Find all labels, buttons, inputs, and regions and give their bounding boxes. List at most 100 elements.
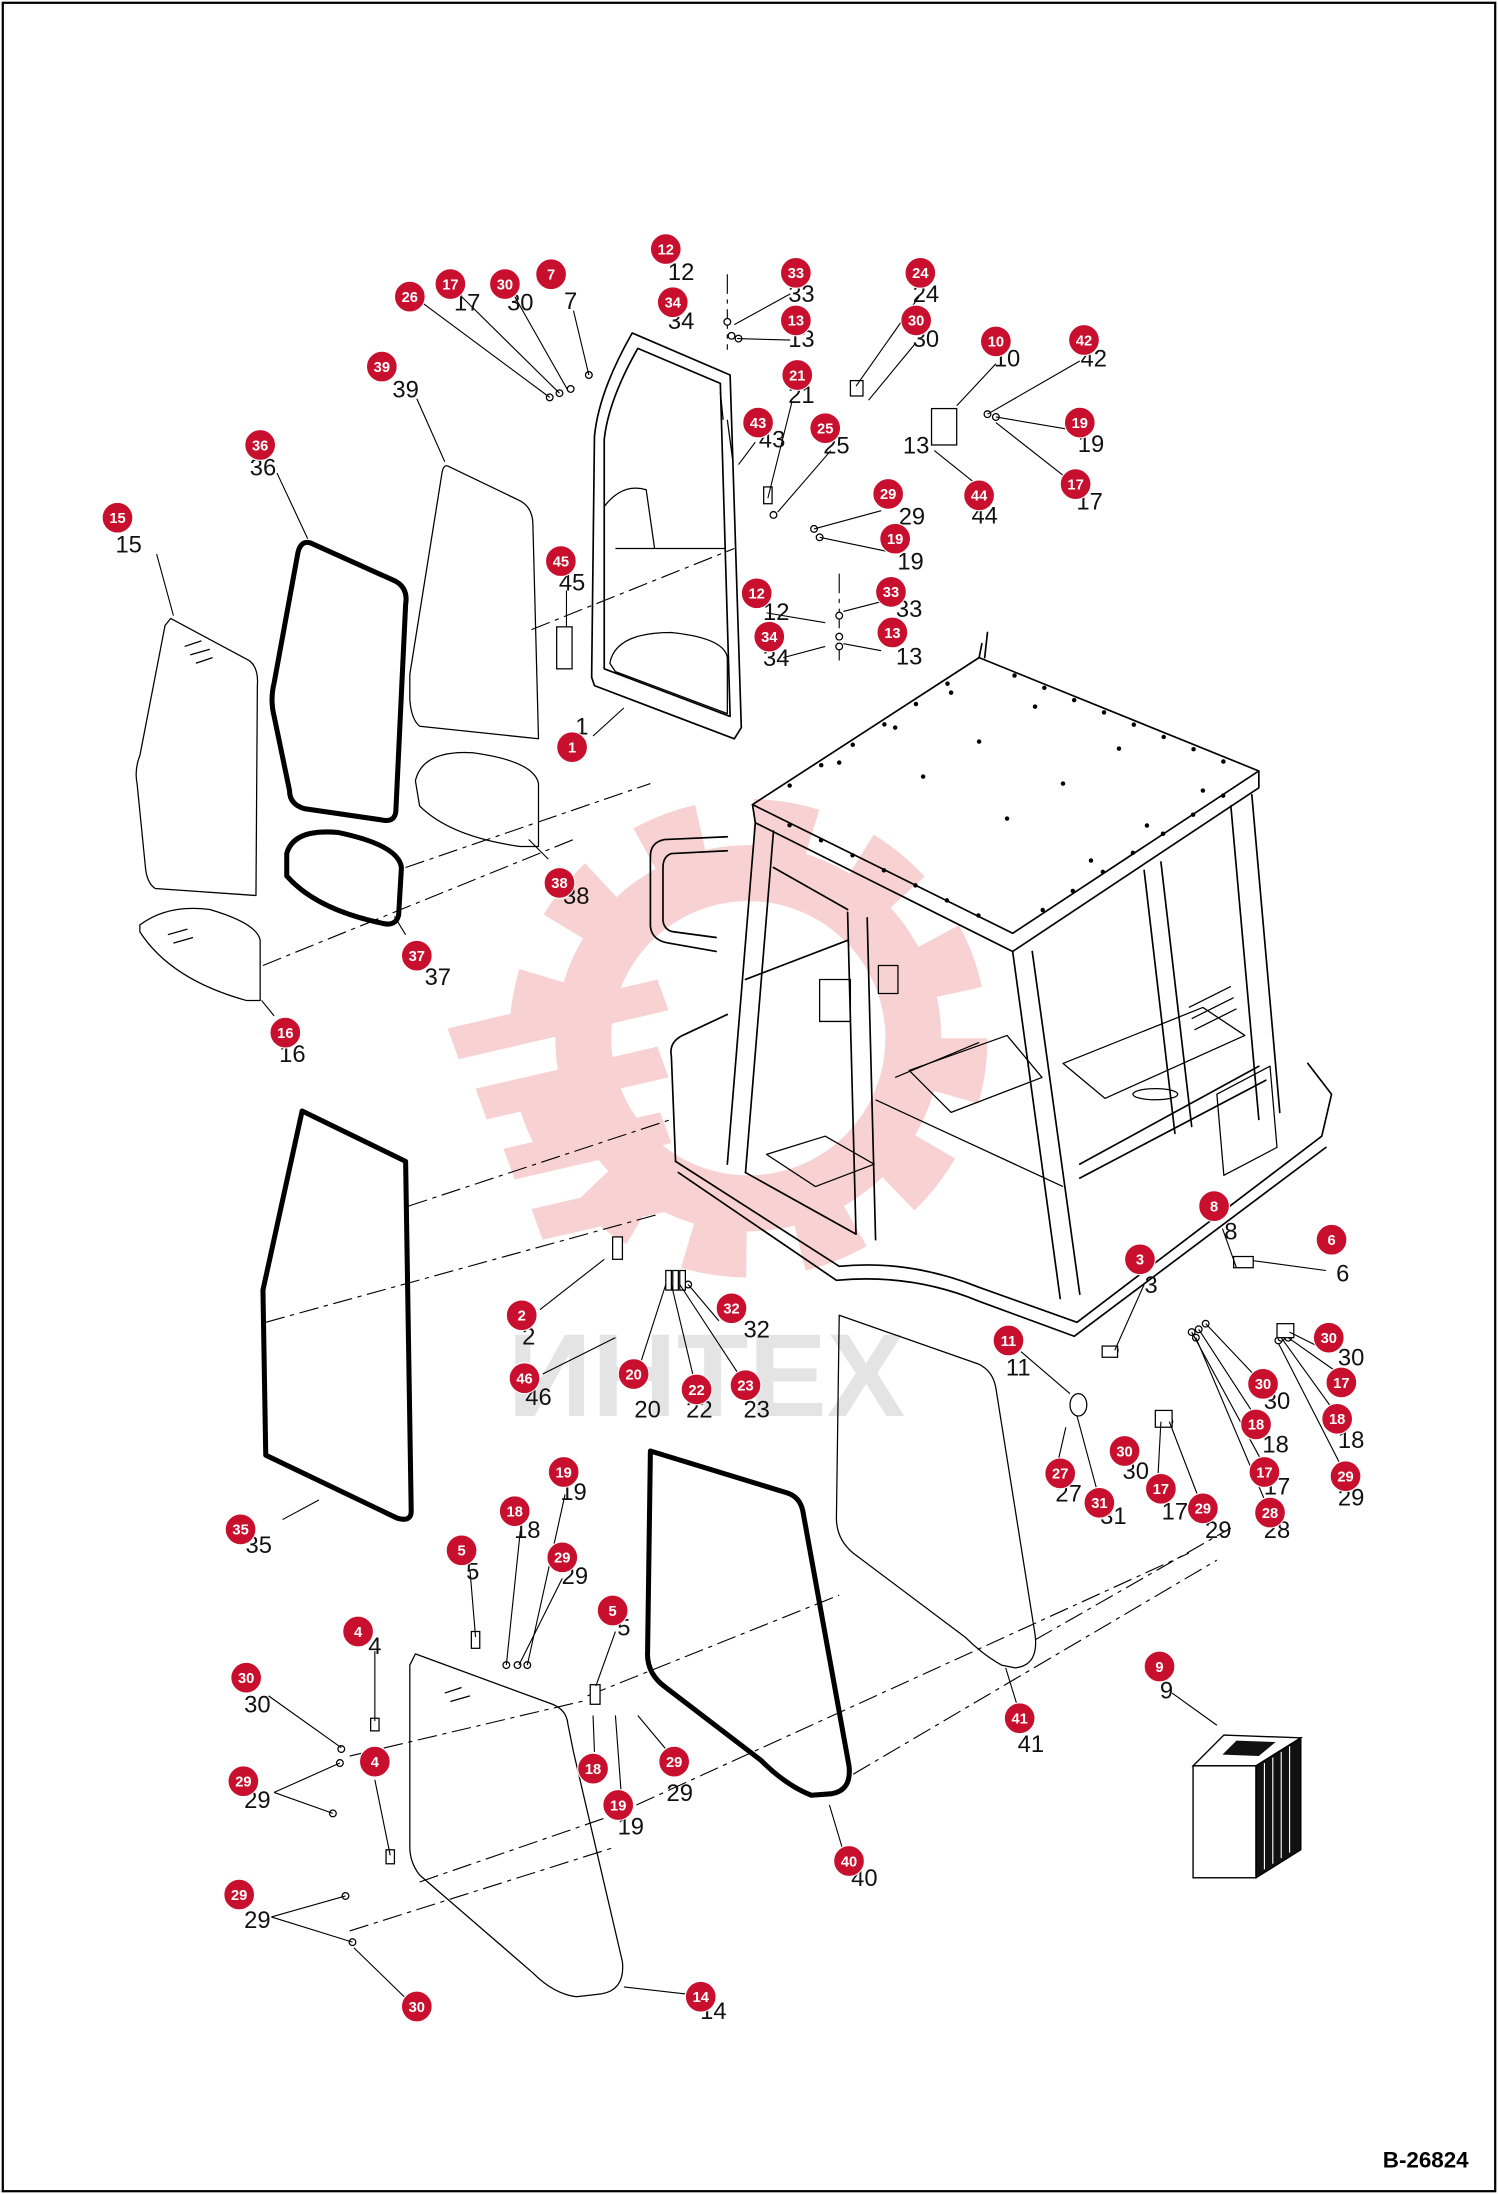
assembly-line bbox=[349, 1699, 588, 1757]
callout-number: 13 bbox=[884, 626, 900, 642]
callout-circle bbox=[1248, 1456, 1281, 1488]
leader-lines bbox=[156, 293, 1341, 1999]
callout-number: 15 bbox=[109, 511, 125, 527]
callout-circle bbox=[365, 350, 398, 383]
leader-line bbox=[505, 1530, 521, 1666]
leader-line bbox=[1076, 1415, 1098, 1489]
leader-line bbox=[1253, 1260, 1327, 1272]
bolt bbox=[913, 883, 918, 888]
leader-line bbox=[156, 553, 174, 616]
fastener bbox=[1194, 1325, 1203, 1334]
callout-circle bbox=[1144, 1472, 1177, 1505]
callout-number: 33 bbox=[788, 266, 804, 282]
printed-item-number: 41 bbox=[1018, 1731, 1044, 1758]
callout-number: 3 bbox=[1136, 1253, 1144, 1269]
callout-circle bbox=[602, 1789, 635, 1821]
bracket bbox=[1276, 1323, 1295, 1339]
cab-rear-pillar bbox=[726, 821, 775, 1174]
callout-circle bbox=[781, 359, 814, 391]
callout-circle bbox=[1240, 1408, 1272, 1441]
cab-side-rail bbox=[744, 866, 849, 981]
callout-circle bbox=[656, 286, 689, 319]
callout-18: 18 bbox=[577, 1752, 609, 1785]
cab-floor-oval bbox=[1132, 1087, 1179, 1101]
fastener bbox=[727, 331, 736, 340]
bolt bbox=[1042, 685, 1047, 691]
bolt bbox=[1221, 759, 1226, 764]
callout-circle bbox=[1321, 1402, 1354, 1435]
leader-line bbox=[518, 1578, 563, 1666]
leader-line bbox=[614, 1715, 622, 1792]
bolt bbox=[836, 760, 842, 765]
glass-hatch bbox=[167, 928, 194, 944]
assembly-line bbox=[265, 1213, 658, 1323]
callout-circle bbox=[979, 325, 1012, 358]
cab-door-sill bbox=[744, 1171, 857, 1235]
glass-hatch bbox=[184, 640, 213, 664]
cab-door-mechanism bbox=[819, 978, 852, 1023]
callout-number: 23 bbox=[737, 1379, 753, 1395]
callout-circle bbox=[498, 1495, 531, 1528]
callout-circle bbox=[740, 577, 773, 610]
leader-line bbox=[528, 839, 549, 860]
printed-item-number: 5 bbox=[466, 1559, 479, 1586]
callout-21: 21 bbox=[781, 359, 814, 391]
fastener bbox=[566, 384, 575, 393]
door-lower-window bbox=[609, 631, 728, 715]
cab-handrail bbox=[649, 835, 729, 953]
callout-circle bbox=[1186, 1492, 1219, 1525]
cab-base-lower bbox=[677, 1146, 1327, 1338]
callout-number: 18 bbox=[585, 1762, 601, 1778]
door-frame bbox=[590, 332, 743, 740]
callout-number: 5 bbox=[457, 1544, 465, 1560]
callout-number: 9 bbox=[1155, 1660, 1163, 1676]
callout-number: 29 bbox=[231, 1888, 247, 1904]
bolt bbox=[1131, 722, 1137, 727]
callout-39: 39 bbox=[365, 350, 398, 383]
callout-circle bbox=[358, 1745, 391, 1778]
leader-line bbox=[1289, 1331, 1318, 1347]
callout-3: 3 bbox=[1123, 1243, 1156, 1276]
bolt bbox=[1191, 746, 1196, 752]
callout-number: 39 bbox=[374, 360, 390, 376]
seal-upper-36 bbox=[269, 539, 409, 823]
glass-hatch bbox=[444, 1686, 471, 1703]
callout-circle bbox=[1254, 1496, 1286, 1529]
callout-4: 4 bbox=[342, 1615, 375, 1648]
callout-circle bbox=[1247, 1367, 1279, 1400]
callout-circle bbox=[400, 939, 433, 972]
callout-number: 4 bbox=[371, 1755, 380, 1771]
callout-number: 45 bbox=[553, 554, 569, 570]
callout-32: 32 bbox=[715, 1292, 748, 1325]
washer bbox=[1069, 1393, 1088, 1417]
callout-number: 25 bbox=[817, 421, 833, 437]
printed-item-number: 30 bbox=[244, 1692, 270, 1719]
cab-window-sill bbox=[1078, 1065, 1267, 1179]
callout-19: 19 bbox=[547, 1456, 580, 1488]
callout-33: 33 bbox=[875, 575, 907, 608]
callout-circle bbox=[224, 1513, 257, 1546]
roof-bolts bbox=[787, 673, 1226, 918]
leader-line bbox=[734, 293, 791, 326]
leader-line bbox=[987, 360, 1081, 415]
leader-line bbox=[828, 1804, 843, 1848]
callout-13: 13 bbox=[779, 304, 812, 337]
callout-circle bbox=[904, 256, 937, 289]
callout-number: 29 bbox=[1337, 1470, 1353, 1486]
callout-5: 5 bbox=[596, 1594, 629, 1627]
callout-number: 18 bbox=[1248, 1418, 1264, 1434]
callout-45: 45 bbox=[544, 545, 577, 578]
leader-line bbox=[868, 343, 916, 401]
leader-line bbox=[273, 1791, 334, 1814]
callout-number: 40 bbox=[841, 1854, 857, 1870]
fastener bbox=[328, 1809, 337, 1818]
callout-16: 16 bbox=[269, 1016, 302, 1049]
callout-circle bbox=[1329, 1460, 1362, 1493]
leader-line bbox=[393, 916, 407, 935]
callout-18: 18 bbox=[1240, 1408, 1272, 1441]
callout-circle bbox=[434, 268, 467, 300]
fastener bbox=[835, 632, 844, 641]
cab-door-pillar bbox=[846, 911, 877, 1241]
callout-24: 24 bbox=[904, 256, 937, 289]
leader-line bbox=[670, 1284, 695, 1379]
